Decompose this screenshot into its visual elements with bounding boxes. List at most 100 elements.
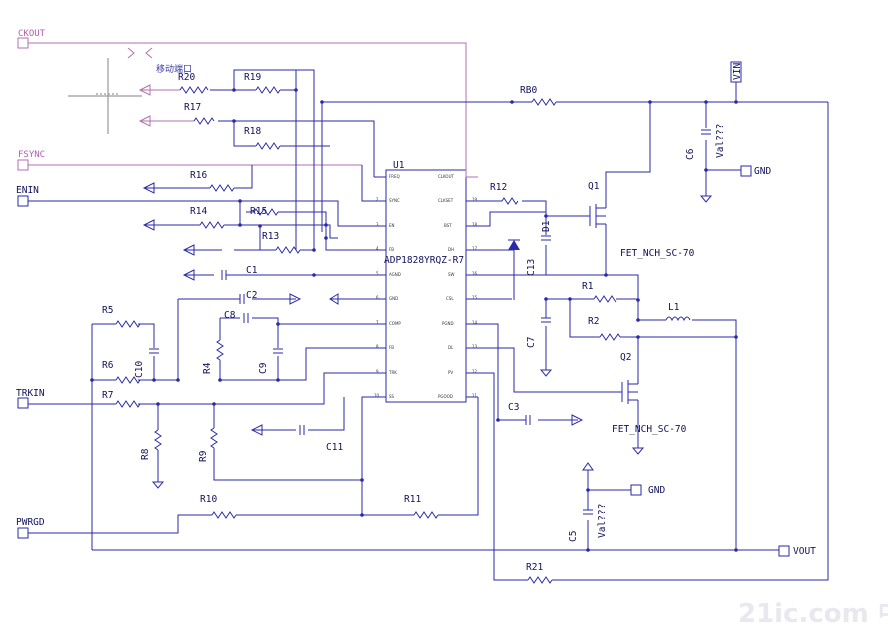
port-ckout[interactable]: CKOUT	[17, 29, 46, 49]
ic-pin: CLKOUT	[438, 174, 455, 179]
resistor-r6[interactable]	[115, 376, 141, 384]
resistor-r16[interactable]	[209, 184, 235, 192]
resistor-rb0[interactable]	[531, 98, 557, 106]
ic-pin-num: 8	[376, 344, 379, 349]
fet-q1[interactable]: Q1 FET_NCH_SC-70	[584, 181, 695, 259]
inductor-l1[interactable]: L1	[665, 302, 691, 322]
resistor-r1[interactable]	[593, 295, 617, 303]
ic-pin-num: 9	[376, 369, 379, 374]
capacitor-c13[interactable]	[541, 235, 551, 241]
fet-q2[interactable]: Q2 FET_NCH_SC-70	[612, 352, 687, 435]
ic-pin-num: 15	[472, 295, 478, 300]
resistor-r8[interactable]	[154, 429, 162, 451]
resistor-r5[interactable]	[115, 320, 141, 328]
port-pwrgd[interactable]: PWRGD	[16, 517, 45, 539]
ic-pin: FB	[389, 345, 394, 350]
resistor-r14[interactable]	[199, 221, 225, 229]
ic-pin: SW	[448, 272, 455, 277]
ic-pin-num: 12	[472, 369, 478, 374]
capacitor-c5[interactable]	[583, 509, 593, 515]
inductor-label: L1	[668, 302, 680, 313]
resistor-label: R10	[200, 494, 217, 505]
resistor-label: R21	[526, 562, 543, 573]
port-pwrgd-label: PWRGD	[16, 517, 45, 528]
capacitor-c9[interactable]	[273, 348, 283, 354]
resistor-r19[interactable]	[255, 86, 281, 94]
ic-pin: SS	[389, 394, 395, 399]
resistor-label: R5	[102, 305, 113, 316]
resistor-r4[interactable]	[216, 339, 224, 361]
fet-q2-label: Q2	[620, 352, 631, 363]
port-ckout-label: CKOUT	[18, 29, 46, 39]
capacitor-c7[interactable]	[541, 317, 551, 323]
resistor-r21[interactable]	[527, 576, 553, 584]
resistor-label: R16	[190, 170, 207, 181]
ic-pin: CLKSET	[438, 198, 454, 203]
port-enin[interactable]: ENIN	[16, 185, 39, 207]
resistor-label: R9	[198, 450, 209, 462]
ic-pin-num: 18	[472, 222, 478, 227]
fet-q1-label: Q1	[588, 181, 600, 192]
port-gnd-bottom[interactable]: GND	[630, 484, 665, 496]
resistor-r9[interactable]	[210, 427, 218, 449]
resistor-r15[interactable]	[253, 208, 279, 216]
ic-pin-num: 2	[376, 197, 379, 202]
capacitor-label: C8	[224, 310, 236, 321]
resistor-r12[interactable]	[501, 197, 519, 205]
port-vin[interactable]: VIN	[730, 61, 743, 83]
ic-pin: AGND	[389, 272, 401, 277]
resistor-label: R2	[588, 316, 599, 327]
resistor-r17[interactable]	[193, 117, 215, 125]
resistor-r11[interactable]	[413, 511, 439, 519]
resistor-label: R1	[582, 281, 594, 292]
resistor-label: R18	[244, 126, 261, 137]
ic-pin-num: 13	[472, 344, 478, 349]
port-vout[interactable]: VOUT	[778, 545, 816, 557]
move-port-ghost[interactable]	[68, 58, 142, 134]
resistor-label: R15	[250, 206, 267, 217]
capacitor-c1[interactable]	[221, 270, 227, 280]
capacitor-label: C9	[258, 362, 269, 374]
capacitor-c3[interactable]	[525, 415, 531, 425]
capacitors: C1 C2 C3 C5 Val??? C6 Val??? C7 C8 C9 C1…	[134, 124, 726, 542]
resistor-r2[interactable]	[599, 333, 621, 341]
resistors: R20 R19 R17 R18 R16 R14 R15 R13 R5 R6 R7…	[102, 72, 621, 584]
resistor-r10[interactable]	[211, 511, 237, 519]
port-fsync-label: FSYNC	[18, 150, 45, 160]
resistor-r7[interactable]	[115, 400, 141, 408]
capacitor-c8[interactable]	[243, 313, 249, 323]
capacitor-c2[interactable]	[239, 294, 245, 304]
arrow-right-icon	[571, 414, 584, 426]
port-gnd-bottom-label: GND	[648, 485, 665, 496]
resistor-label: R11	[404, 494, 421, 505]
capacitor-c11[interactable]	[299, 425, 305, 435]
capacitor-label: C5	[568, 531, 579, 542]
capacitor-c6[interactable]	[701, 129, 711, 135]
ic-pin: TRK	[388, 370, 397, 375]
resistor-r13[interactable]	[275, 246, 301, 254]
port-gnd-top[interactable]: GND	[740, 165, 771, 177]
diode-d1[interactable]: D1	[508, 220, 552, 250]
resistor-label: R8	[140, 448, 151, 460]
diode-label: D1	[541, 220, 552, 232]
arrow-left-icon	[138, 84, 151, 96]
port-fsync[interactable]: FSYNC	[17, 150, 45, 171]
ic-u1[interactable]: U1 ADP1828YRQZ-R7 FREQ SYNC EN FB AGND G…	[374, 160, 478, 403]
ground-icon	[539, 369, 553, 377]
ic-pin: EN	[389, 223, 395, 228]
ic-pin-num: 16	[472, 271, 478, 276]
ic-pin: GND	[389, 296, 398, 301]
junction-dots	[90, 88, 738, 552]
capacitor-label: C7	[526, 337, 537, 348]
resistor-r20[interactable]	[179, 86, 209, 94]
capacitor-c10[interactable]	[149, 348, 159, 354]
port-trkin[interactable]: TRKIN	[16, 388, 45, 409]
arrow-left-icon	[138, 115, 151, 127]
cursor-arrows-icon	[127, 47, 153, 59]
supply-arrow-icon	[582, 462, 594, 471]
resistor-r18[interactable]	[255, 142, 281, 150]
resistor-label: R12	[490, 182, 507, 193]
capacitor-label: C10	[134, 361, 145, 378]
